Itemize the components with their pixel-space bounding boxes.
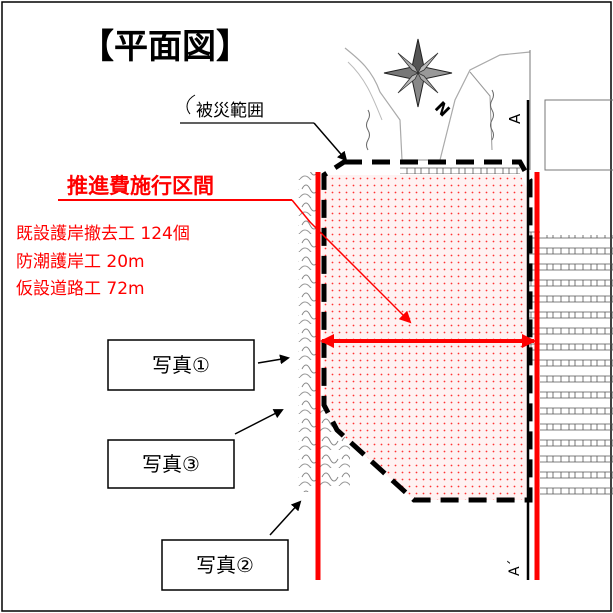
photo-label-3-text: 写真③: [142, 452, 200, 476]
construction-area: [321, 175, 528, 500]
photo-1-arrow: [257, 354, 290, 365]
section-pointer-arrow: [307, 219, 412, 324]
work-item-2: 防潮護岸工 20m: [16, 252, 145, 272]
photo-label-1-text: 写真①: [152, 353, 210, 377]
work-item-1: 既設護岸撤去工 124個: [16, 224, 190, 244]
photo-label-1: 写真①: [107, 339, 255, 391]
photo-label-3: 写真③: [107, 439, 235, 489]
title-leader-curve: [186, 94, 196, 115]
section-marker-bottom: A´: [507, 559, 523, 576]
photo-2-arrow: [269, 500, 302, 536]
photo-3-arrow: [234, 409, 284, 435]
photo-label-2-text: 写真②: [196, 553, 254, 577]
damage-area-label: 被災範囲: [196, 101, 264, 121]
diagram-title: 【平面図】: [80, 27, 250, 67]
north-compass-icon: [383, 38, 453, 108]
work-item-3: 仮設道路工 72m: [16, 279, 145, 299]
section-heading: 推進費施行区間: [67, 174, 214, 198]
damage-area-boundary: [321, 159, 533, 503]
section-marker-top: A: [506, 113, 524, 124]
photo-label-2: 写真②: [161, 539, 289, 591]
